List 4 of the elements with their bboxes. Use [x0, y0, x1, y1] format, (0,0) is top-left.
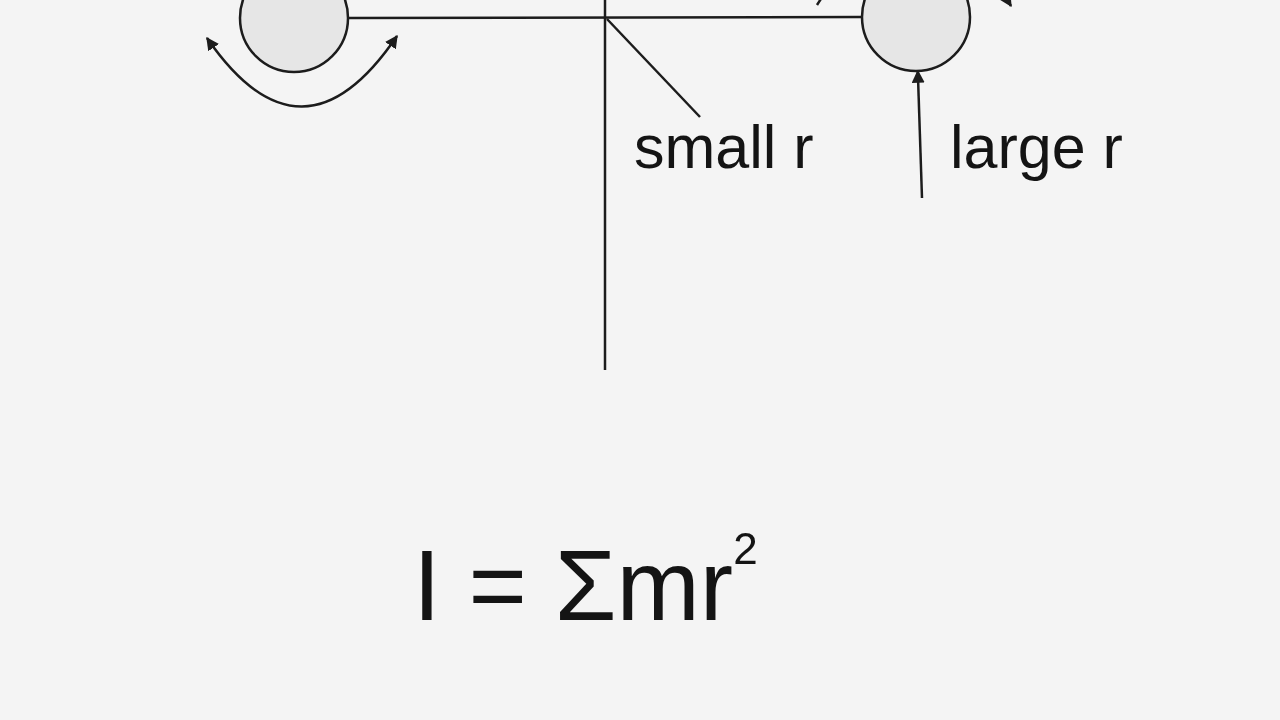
- moment-of-inertia-formula: I = Σmr$^{2}$: [413, 523, 758, 643]
- leader-line: [606, 18, 701, 118]
- radius-label: small r: [634, 117, 814, 178]
- rod: [348, 15, 862, 20]
